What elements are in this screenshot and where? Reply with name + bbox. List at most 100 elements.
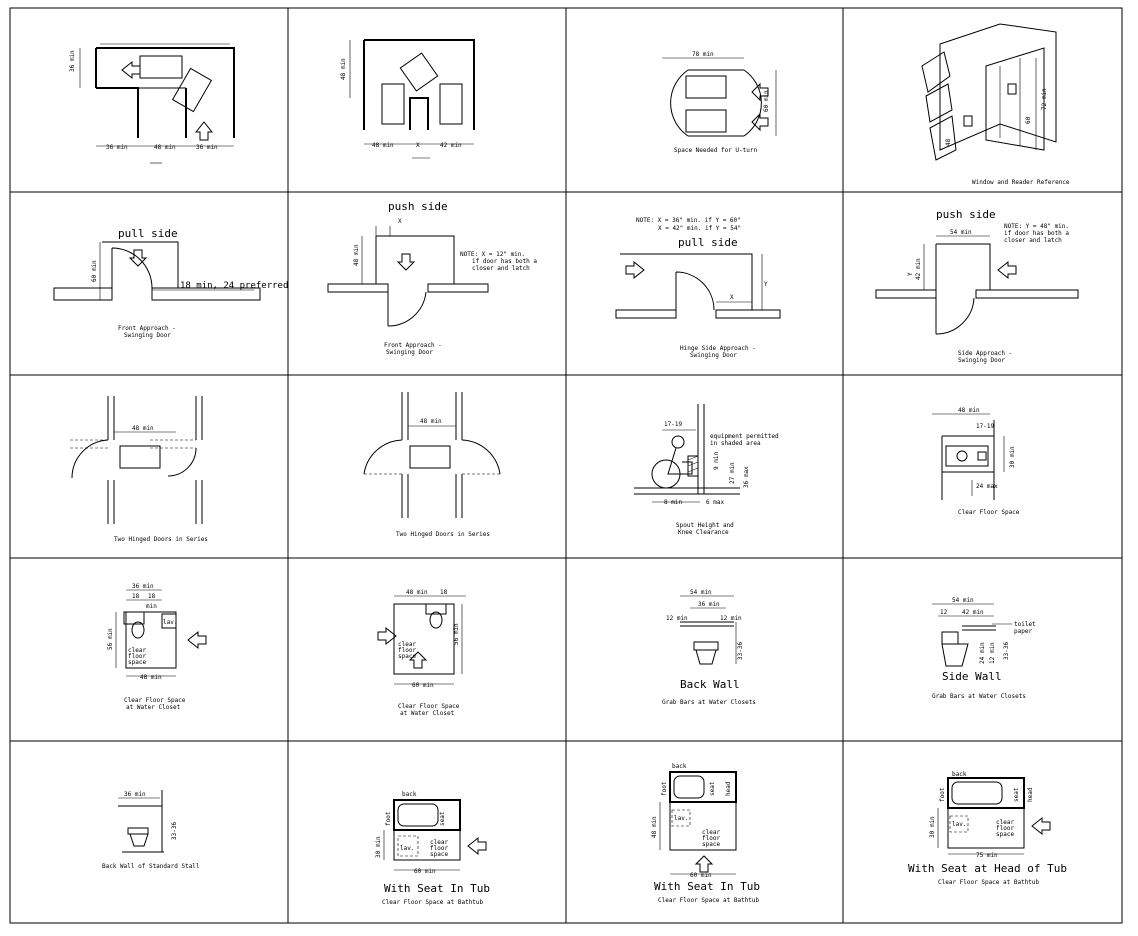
caption: Clear Floor Space at Bathtub <box>658 897 760 904</box>
dim-label: 60 <box>1025 116 1032 124</box>
caption: Spout Height and <box>676 522 734 529</box>
toilet-icon <box>941 643 969 667</box>
lav-label: lav. <box>163 619 177 626</box>
cell-r2c4: push side NOTE: Y = 48" min. if door has… <box>875 208 1079 364</box>
area-label: space <box>996 831 1014 838</box>
dim-label: 54 min <box>950 229 972 236</box>
wheelchair-symbol <box>409 445 451 469</box>
dim-label: 48 min <box>154 144 176 151</box>
arrow-left-icon <box>997 260 1017 280</box>
dim-label: 17-19 <box>664 421 682 428</box>
note: paper <box>1014 628 1032 635</box>
dim-label: 48 min <box>140 674 162 681</box>
arrow-left-icon <box>467 836 487 856</box>
cell-r4c1: 36 min 18 18 min lav. clear floor space … <box>107 583 207 711</box>
dim-label: Y <box>764 281 768 288</box>
dim-label: 60 min <box>412 682 434 689</box>
wheelchair-symbol <box>119 445 161 469</box>
dim-label: 24 max <box>976 483 998 490</box>
wheelchair-symbol <box>139 55 183 79</box>
area-label: clear <box>128 647 146 654</box>
side-label: push side <box>936 208 996 221</box>
dim-label: 42 min <box>440 142 462 149</box>
cell-r5c1: 36 min 33-36 Back Wall of Standard Stall <box>102 790 200 870</box>
dim-label: 72 min <box>1041 88 1048 110</box>
dim-label: X <box>416 142 420 149</box>
arrow-up-icon <box>194 121 214 141</box>
arrow-right-icon <box>377 626 397 646</box>
note: if door has both a <box>1004 230 1069 237</box>
caption: Clear Floor Space <box>958 509 1020 516</box>
dim-label: 18 min, 24 preferred <box>180 281 288 291</box>
caption: Back Wall of Standard Stall <box>102 863 200 870</box>
tank-icon <box>941 631 959 645</box>
dim-label: 36 min <box>124 791 146 798</box>
dim-label: 48 min <box>420 418 442 425</box>
bathtub-icon <box>951 781 1003 805</box>
caption: at Water Closet <box>126 704 181 711</box>
dim-label: 36 min <box>106 144 128 151</box>
caption: Side Approach - <box>958 350 1012 357</box>
dim-label: 48 min <box>353 244 360 266</box>
dim-label: 17-19 <box>976 423 994 430</box>
dim-label: 30 min <box>375 836 382 858</box>
dim-label: 36 min <box>196 144 218 151</box>
tub-label: seat <box>439 811 446 826</box>
caption: Swinging Door <box>386 349 433 356</box>
caption: Two Hinged Doors in Series <box>114 536 208 543</box>
caption: Space Needed for U-turn <box>674 147 757 154</box>
dim-label: 33-36 <box>737 642 744 660</box>
tub-label: seat <box>709 781 716 796</box>
arrow-left-icon <box>751 112 769 132</box>
cell-r4c3: 54 min 36 min 12 min 12 min 33-36 Back W… <box>662 589 756 706</box>
wheelchair-symbol <box>381 83 405 125</box>
view-label: With Seat at Head of Tub <box>908 862 1067 875</box>
tub-label: seat <box>1013 787 1020 802</box>
dim-label: 48 min <box>132 425 154 432</box>
caption: Clear Floor Space at Bathtub <box>938 879 1040 886</box>
cell-r1c1: 36 min 36 min 48 min 36 min <box>69 43 235 164</box>
cell-r2c2: push side X 48 min NOTE: X = 12" min. if… <box>327 200 537 356</box>
caption: Grab Bars at Water Closets <box>662 699 756 706</box>
view-label: With Seat In Tub <box>654 880 760 893</box>
dim-label: 75 min <box>976 852 998 859</box>
cell-r5c2: back foot seat lav. clear floor space 30… <box>375 791 490 906</box>
area-label: floor <box>128 653 146 660</box>
wheelchair-symbol <box>685 75 727 99</box>
dim-label: 48 min <box>340 58 347 80</box>
dim-label: 12 <box>940 609 948 616</box>
dim-label: 60 min <box>763 90 770 112</box>
side-label: pull side <box>678 236 738 249</box>
dim-label: 24 min <box>979 642 986 664</box>
dim-label: 30 min <box>1009 446 1016 468</box>
dim-label: 48 min <box>651 816 658 838</box>
arrow-left-icon <box>751 82 769 102</box>
note: toilet <box>1014 621 1036 628</box>
reader-icon <box>963 115 973 127</box>
tub-label: foot <box>661 781 668 796</box>
cell-r2c1: pull side 60 min 18 min, 24 preferred Fr… <box>53 227 288 339</box>
dim-label: X <box>398 218 402 225</box>
wheelchair-symbol <box>945 445 989 467</box>
toilet-icon <box>429 611 443 629</box>
toilet-icon <box>129 833 149 847</box>
dim-label: 36 min <box>132 583 154 590</box>
note: NOTE: X = 36" min. if Y = 60" <box>636 217 741 224</box>
cell-r1c4: 60 72 min 48 Window and Reader Reference <box>921 23 1070 186</box>
fountain-icon <box>977 451 987 461</box>
dim-label: 12 min <box>989 642 996 664</box>
arrow-up-icon <box>408 651 428 669</box>
arrow-down-icon <box>128 249 148 267</box>
caption: Two Hinged Doors in Series <box>396 531 490 538</box>
dim-label: 33-36 <box>1003 642 1010 660</box>
cell-r3c4: 48 min 17-19 30 min 24 max Clear Floor S… <box>932 407 1020 516</box>
bathtub-icon <box>673 775 705 799</box>
toilet-icon <box>131 621 145 639</box>
area-label: space <box>128 659 146 666</box>
note: if door has both a <box>472 258 537 265</box>
dim-label: 12 min <box>720 615 742 622</box>
wheelchair-symbol <box>171 67 213 113</box>
tub-label: foot <box>939 787 946 802</box>
arrow-up-icon <box>694 855 714 873</box>
dim-label: 30 min <box>929 816 936 838</box>
